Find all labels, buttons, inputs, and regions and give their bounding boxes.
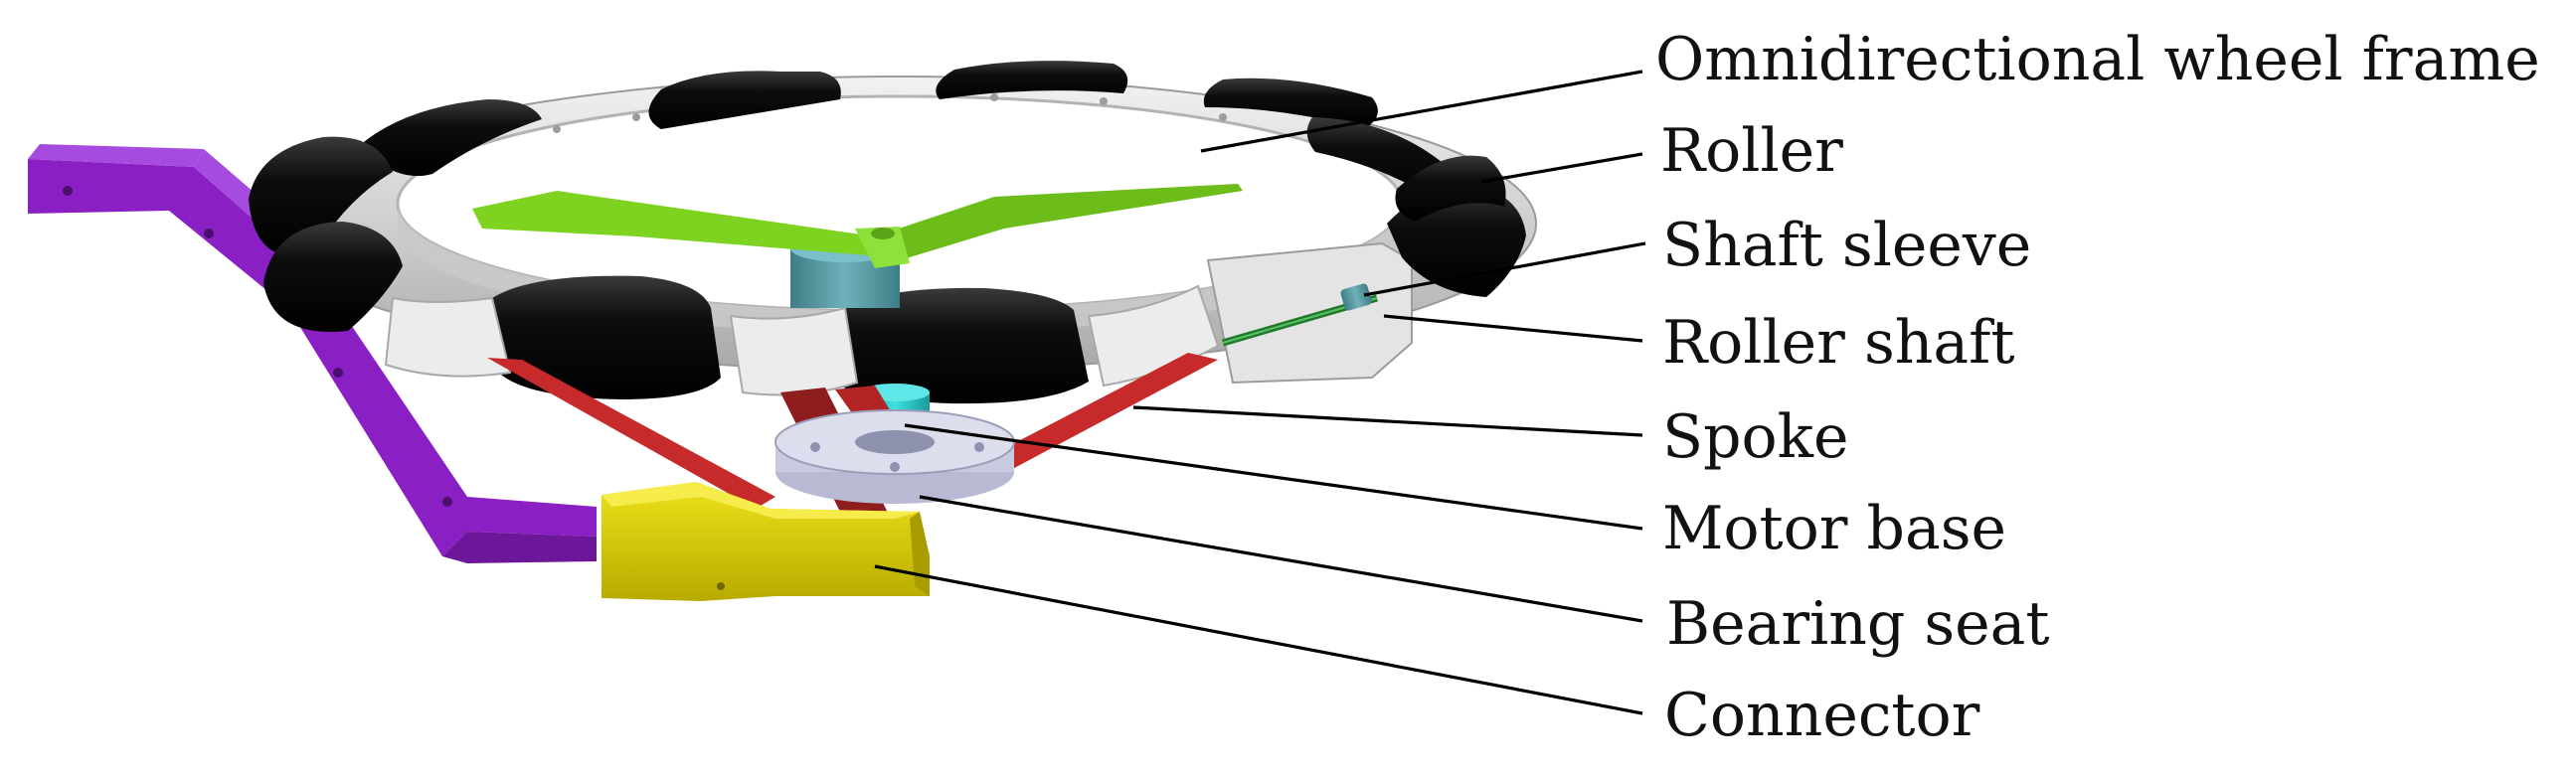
label-roller: Roller: [1660, 116, 1843, 186]
roller-left-2: [263, 222, 403, 332]
bearing-seat: [774, 409, 1015, 504]
leader-connector: [874, 564, 1643, 715]
roller-back-2: [936, 61, 1128, 99]
label-roller-shaft: Roller shaft: [1662, 308, 2014, 378]
label-connector: Connector: [1664, 681, 1980, 750]
rollers: [249, 61, 1526, 404]
label-wheel-frame: Omnidirectional wheel frame: [1655, 25, 2540, 94]
leader-roller-shaft: [1383, 314, 1643, 343]
roller-front-1: [492, 275, 721, 399]
propeller: [472, 184, 1243, 268]
roller-front-2: [825, 287, 1089, 404]
roller-right-2: [1395, 155, 1506, 222]
roller-back-3: [1203, 78, 1378, 129]
label-bearing-seat: Bearing seat: [1666, 589, 2050, 659]
shaft-sleeve: [1340, 283, 1372, 311]
leader-motor-base: [904, 423, 1643, 531]
leader-wheel-frame: [1200, 70, 1643, 153]
label-spoke: Spoke: [1662, 402, 1849, 472]
roller-left-1: [249, 136, 393, 258]
roller-back-4: [358, 99, 542, 177]
callout-labels: Omnidirectional wheel frame Roller Shaft…: [1655, 25, 2540, 750]
label-motor-base: Motor base: [1662, 494, 2006, 563]
label-shaft-sleeve: Shaft sleeve: [1662, 211, 2031, 280]
frame-front-segments: [384, 284, 1220, 396]
leader-spoke: [1132, 405, 1643, 437]
roller-back-1: [648, 71, 841, 129]
leader-shaft-sleeve: [1363, 241, 1646, 297]
leader-roller: [1480, 152, 1643, 184]
leader-bearing-seat: [919, 495, 1643, 623]
leader-lines: [874, 70, 1646, 715]
